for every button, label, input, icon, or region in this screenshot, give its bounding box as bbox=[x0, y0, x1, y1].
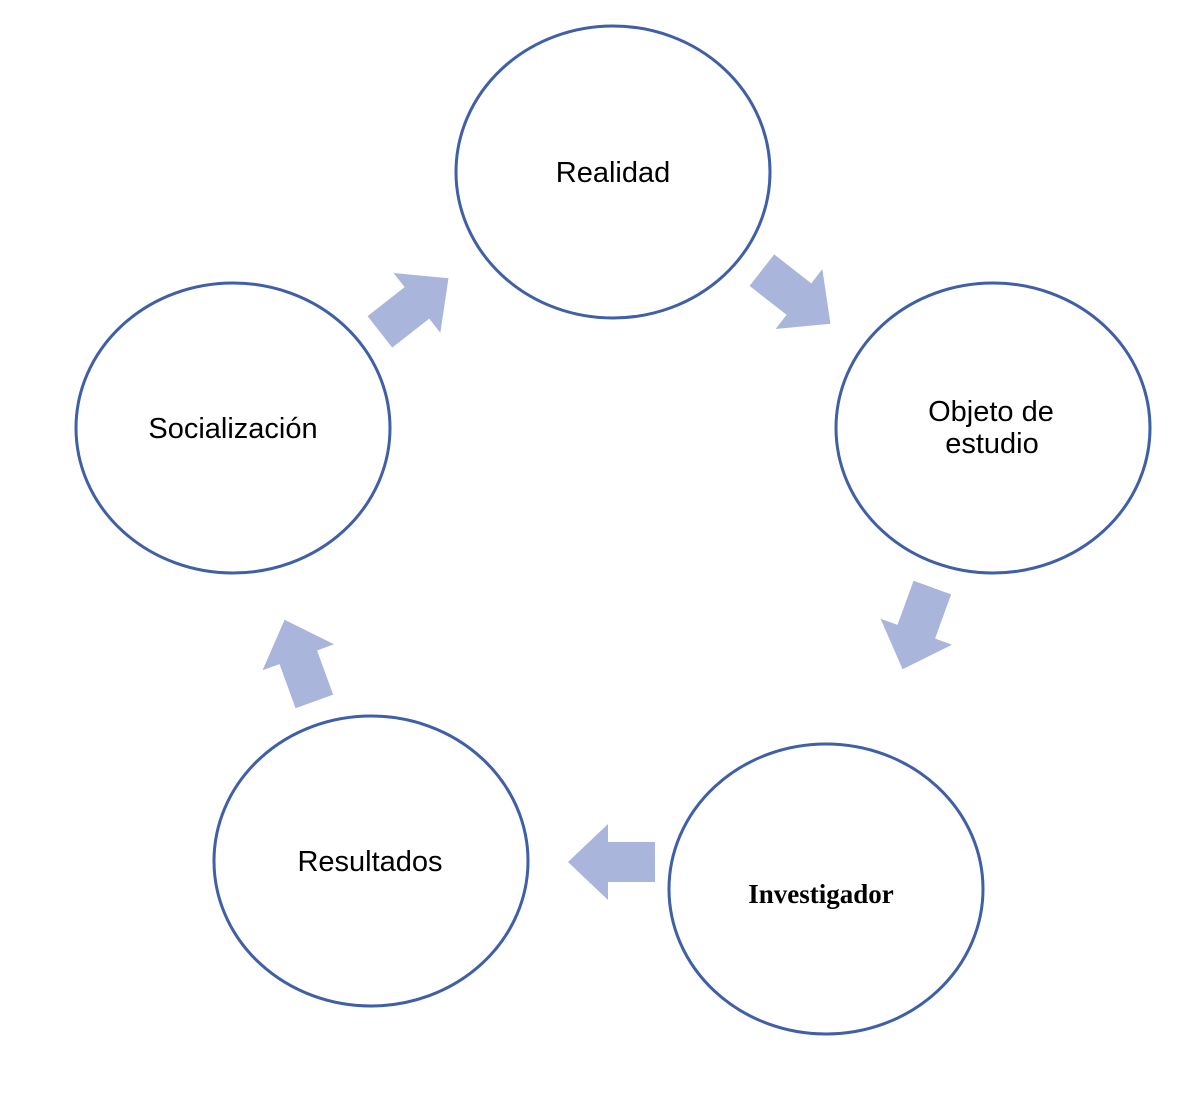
node-objeto-label: Objeto de estudio bbox=[928, 396, 1062, 460]
arrow-objeto-to-investigador bbox=[880, 580, 952, 670]
arrow-realidad-to-objeto bbox=[749, 254, 831, 330]
node-investigador: Investigador bbox=[667, 742, 985, 1036]
arrow-socializacion-to-realidad bbox=[367, 272, 449, 348]
arrow-resultados-to-socializacion bbox=[262, 619, 334, 709]
node-realidad-label: Realidad bbox=[556, 157, 670, 189]
node-objeto-de-estudio: Objeto de estudio bbox=[834, 281, 1152, 575]
node-socializacion-label: Socialización bbox=[148, 413, 317, 445]
node-socializacion: Socialización bbox=[74, 281, 392, 575]
node-realidad: Realidad bbox=[454, 24, 772, 320]
node-investigador-label: Investigador bbox=[748, 879, 894, 909]
cycle-nodes: Realidad Objeto de estudio Investigador … bbox=[74, 24, 1152, 1036]
cycle-arrows bbox=[262, 254, 952, 900]
node-resultados-label: Resultados bbox=[297, 846, 442, 878]
node-resultados: Resultados bbox=[212, 714, 530, 1008]
arrow-investigador-to-resultados bbox=[568, 824, 655, 900]
